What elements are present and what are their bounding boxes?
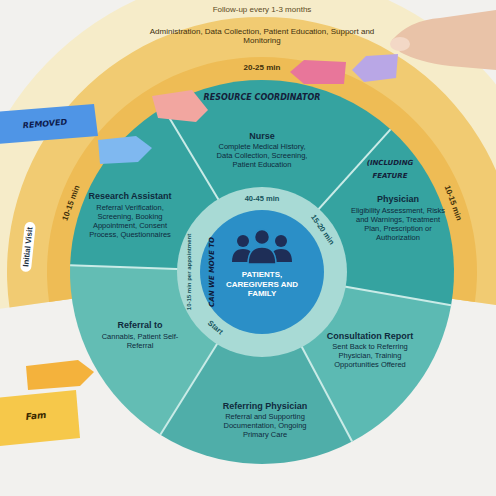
role-tasks: Eligibility Assessment, Risks and Warnin…: [350, 206, 446, 242]
role-tasks: Sent Back to Referring Physician, Traini…: [324, 342, 416, 369]
role-heading: Nurse: [210, 131, 314, 142]
role-tasks: Referral and Supporting Documentation, O…: [215, 412, 315, 439]
time-label: 20-25 min: [244, 63, 281, 72]
role-segment: Referring PhysicianReferral and Supporti…: [215, 401, 315, 440]
role-tasks: Cannabis, Patient Self-Referral: [95, 332, 185, 350]
role-segment: NurseComplete Medical History, Data Coll…: [210, 131, 314, 170]
fingernail: [390, 37, 410, 51]
sticky-arrow: [98, 136, 152, 164]
time-label: 10-15 min per appointment: [186, 234, 193, 310]
role-tasks: Complete Medical History, Data Collectio…: [210, 142, 314, 169]
role-segment: PhysicianEligibility Assessment, Risks a…: [350, 194, 446, 242]
role-heading: Research Assistant: [84, 191, 176, 202]
handwritten-note: (INCLUDING: [367, 159, 414, 167]
role-segment: Consultation ReportSent Back to Referrin…: [324, 331, 416, 370]
role-heading: Referral to: [95, 320, 185, 331]
handwritten-note: CAN WE MOVE TO: [208, 237, 216, 307]
role-heading: Physician: [350, 194, 446, 205]
sticky-arrow: [26, 360, 94, 390]
sticky-note: [0, 104, 98, 144]
sticky-arrow: [152, 90, 208, 122]
people-icon: [232, 230, 292, 265]
wedge-dividers: [70, 107, 451, 441]
role-segment: Referral toCannabis, Patient Self-Referr…: [95, 320, 185, 350]
role-heading: Consultation Report: [324, 331, 416, 342]
role-heading: Referring Physician: [215, 401, 315, 412]
center-disc: [200, 210, 324, 334]
handwritten-note: Fam: [25, 410, 47, 422]
band-caption: Administration, Data Collection, Patient…: [147, 27, 377, 45]
role-tasks: Referral Verification, Screening, Bookin…: [84, 203, 176, 239]
sticky-arrow: [290, 60, 346, 84]
center-title: PATIENTS, CAREGIVERS AND FAMILY: [220, 270, 304, 299]
band-caption: Follow-up every 1-3 months: [213, 5, 312, 14]
sticky-arrow: [352, 54, 398, 82]
time-ring: [177, 187, 347, 357]
handwritten-note: FEATURE: [373, 172, 408, 180]
role-segment: Research AssistantReferral Verification,…: [84, 191, 176, 239]
center-circle: PATIENTS, CAREGIVERS AND FAMILY: [220, 270, 304, 300]
handwritten-note: RESOURCE COORDINATOR: [204, 93, 321, 102]
sticky-note: [0, 390, 80, 446]
time-label: 40-45 min: [245, 195, 280, 204]
